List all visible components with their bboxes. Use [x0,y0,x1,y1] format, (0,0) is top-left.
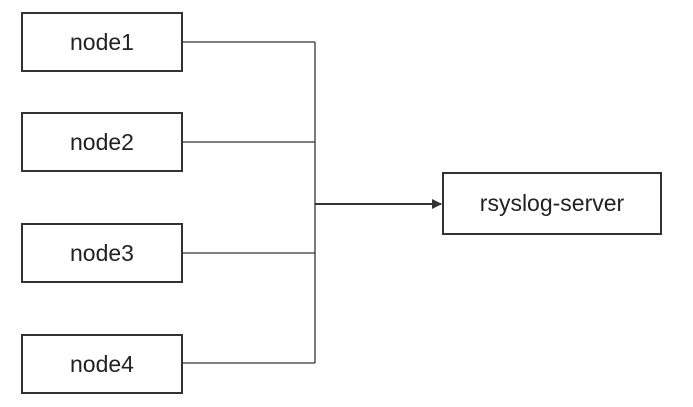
server-label: rsyslog-server [479,190,625,216]
node-box-4: node4 [21,334,183,394]
node-label-1: node1 [70,28,134,55]
node-label-4: node4 [70,350,134,377]
node-box-1: node1 [21,12,183,72]
rsyslog-server-box: rsyslog-server [442,172,662,235]
node-box-2: node2 [21,112,183,172]
node-label-2: node2 [70,128,134,155]
node-box-3: node3 [21,223,183,283]
node-label-3: node3 [70,239,134,266]
